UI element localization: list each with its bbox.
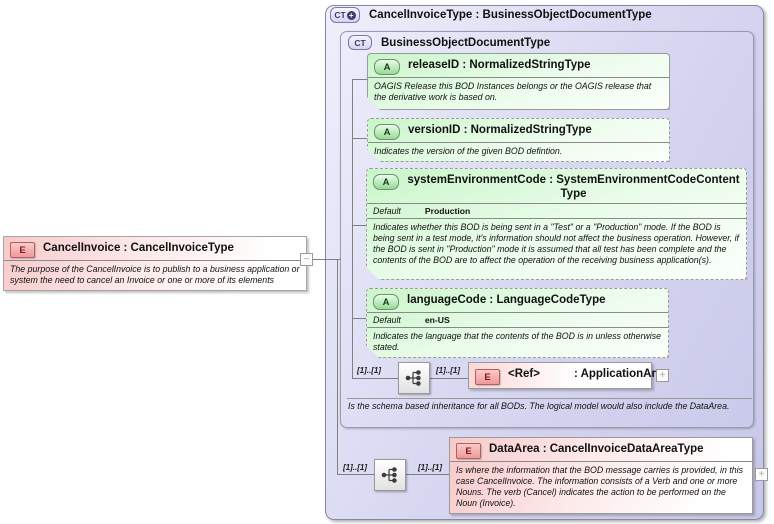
divider bbox=[368, 142, 669, 143]
root-element-title: CancelInvoice : CancelInvoiceType bbox=[43, 242, 234, 254]
attribute-icon: A bbox=[374, 124, 400, 140]
connector-stub-releaseid bbox=[352, 79, 367, 80]
attribute-icon: A bbox=[373, 294, 399, 310]
divider bbox=[367, 327, 668, 328]
applicationarea-ref-box[interactable]: E <Ref> : ApplicationArea bbox=[468, 362, 669, 389]
divider bbox=[368, 77, 669, 78]
sequence-glyph bbox=[381, 467, 397, 483]
ref-name: <Ref> bbox=[508, 368, 540, 380]
attribute-title: versionID : NormalizedStringType bbox=[408, 124, 592, 136]
connector-stub-systemenvironmentcode bbox=[352, 225, 366, 226]
connector-stub-languagecode bbox=[352, 318, 366, 319]
dataarea-description: Is where the information that the BOD me… bbox=[456, 465, 744, 508]
attribute-icon: A bbox=[373, 174, 399, 190]
base-type-note: Is the schema based inheritance for all … bbox=[348, 401, 730, 411]
element-icon: E bbox=[10, 242, 35, 258]
attribute-box-systemenvironmentcode[interactable]: A systemEnvironmentCode : SystemEnvironm… bbox=[366, 168, 747, 280]
default-value: en-US bbox=[424, 315, 450, 325]
divider bbox=[4, 260, 306, 261]
connector-attribute-trunk bbox=[352, 79, 353, 379]
divider bbox=[367, 203, 746, 204]
sequence-icon[interactable] bbox=[374, 459, 406, 491]
cardinality-label: [1]..[1] bbox=[436, 366, 460, 375]
attribute-box-languagecode[interactable]: A languageCode : LanguageCodeType Defaul… bbox=[366, 288, 669, 358]
complex-type-plus-icon: CT+ bbox=[330, 7, 360, 23]
expand-handle-applicationarea[interactable]: + bbox=[656, 369, 669, 382]
attribute-description: Indicates the language that the contents… bbox=[373, 331, 662, 352]
connector-stub-versionid bbox=[352, 138, 367, 139]
attribute-title: languageCode : LanguageCodeType bbox=[407, 294, 606, 306]
collapse-handle[interactable]: − bbox=[300, 253, 313, 266]
ref-type: : ApplicationArea bbox=[573, 368, 669, 380]
dataarea-title: DataArea : CancelInvoiceDataAreaType bbox=[489, 443, 704, 455]
sequence-glyph bbox=[405, 370, 421, 386]
default-label: Default bbox=[373, 315, 401, 325]
sequence-icon[interactable] bbox=[398, 362, 430, 394]
attribute-icon: A bbox=[374, 59, 400, 75]
divider bbox=[450, 461, 752, 462]
cardinality-label: [1]..[1] bbox=[343, 463, 367, 472]
attribute-box-releaseid[interactable]: A releaseID : NormalizedStringType OAGIS… bbox=[367, 53, 670, 110]
cardinality-label: [1]..[1] bbox=[357, 366, 381, 375]
attribute-box-versionid[interactable]: A versionID : NormalizedStringType Indic… bbox=[367, 118, 670, 162]
complex-type-icon: CT bbox=[348, 35, 372, 50]
root-element-description: The purpose of the CancelInvoice is to p… bbox=[10, 264, 300, 285]
panel-title-text: CancelInvoiceType : BusinessObjectDocume… bbox=[369, 9, 652, 21]
default-label: Default bbox=[373, 206, 401, 216]
root-element-box[interactable]: E CancelInvoice : CancelInvoiceType The … bbox=[3, 236, 307, 291]
element-icon: E bbox=[456, 443, 481, 459]
divider bbox=[367, 312, 668, 313]
base-type-title-text: BusinessObjectDocumentType bbox=[381, 36, 551, 49]
attribute-title: systemEnvironmentCode : SystemEnvironmen… bbox=[407, 174, 740, 200]
default-value: Production bbox=[424, 206, 471, 216]
element-icon: E bbox=[475, 369, 500, 385]
connector-root-to-type bbox=[313, 259, 341, 260]
divider bbox=[367, 218, 746, 219]
attribute-description: OAGIS Release this BOD Instances belongs… bbox=[374, 81, 652, 102]
base-type-title: CT BusinessObjectDocumentType bbox=[348, 35, 550, 50]
attribute-title: releaseID : NormalizedStringType bbox=[408, 59, 591, 71]
cardinality-label: [1]..[1] bbox=[418, 463, 442, 472]
base-type-box[interactable] bbox=[340, 31, 754, 428]
connector-panel-trunk bbox=[337, 259, 338, 475]
note-divider bbox=[347, 398, 752, 399]
complex-type-panel-title: CT+ CancelInvoiceType : BusinessObjectDo… bbox=[330, 7, 652, 23]
dataarea-element-box[interactable]: E DataArea : CancelInvoiceDataAreaType I… bbox=[449, 437, 753, 514]
attribute-description: Indicates the version of the given BOD d… bbox=[374, 146, 563, 156]
expand-handle-dataarea[interactable]: + bbox=[755, 468, 768, 481]
attribute-description: Indicates whether this BOD is being sent… bbox=[373, 222, 739, 265]
